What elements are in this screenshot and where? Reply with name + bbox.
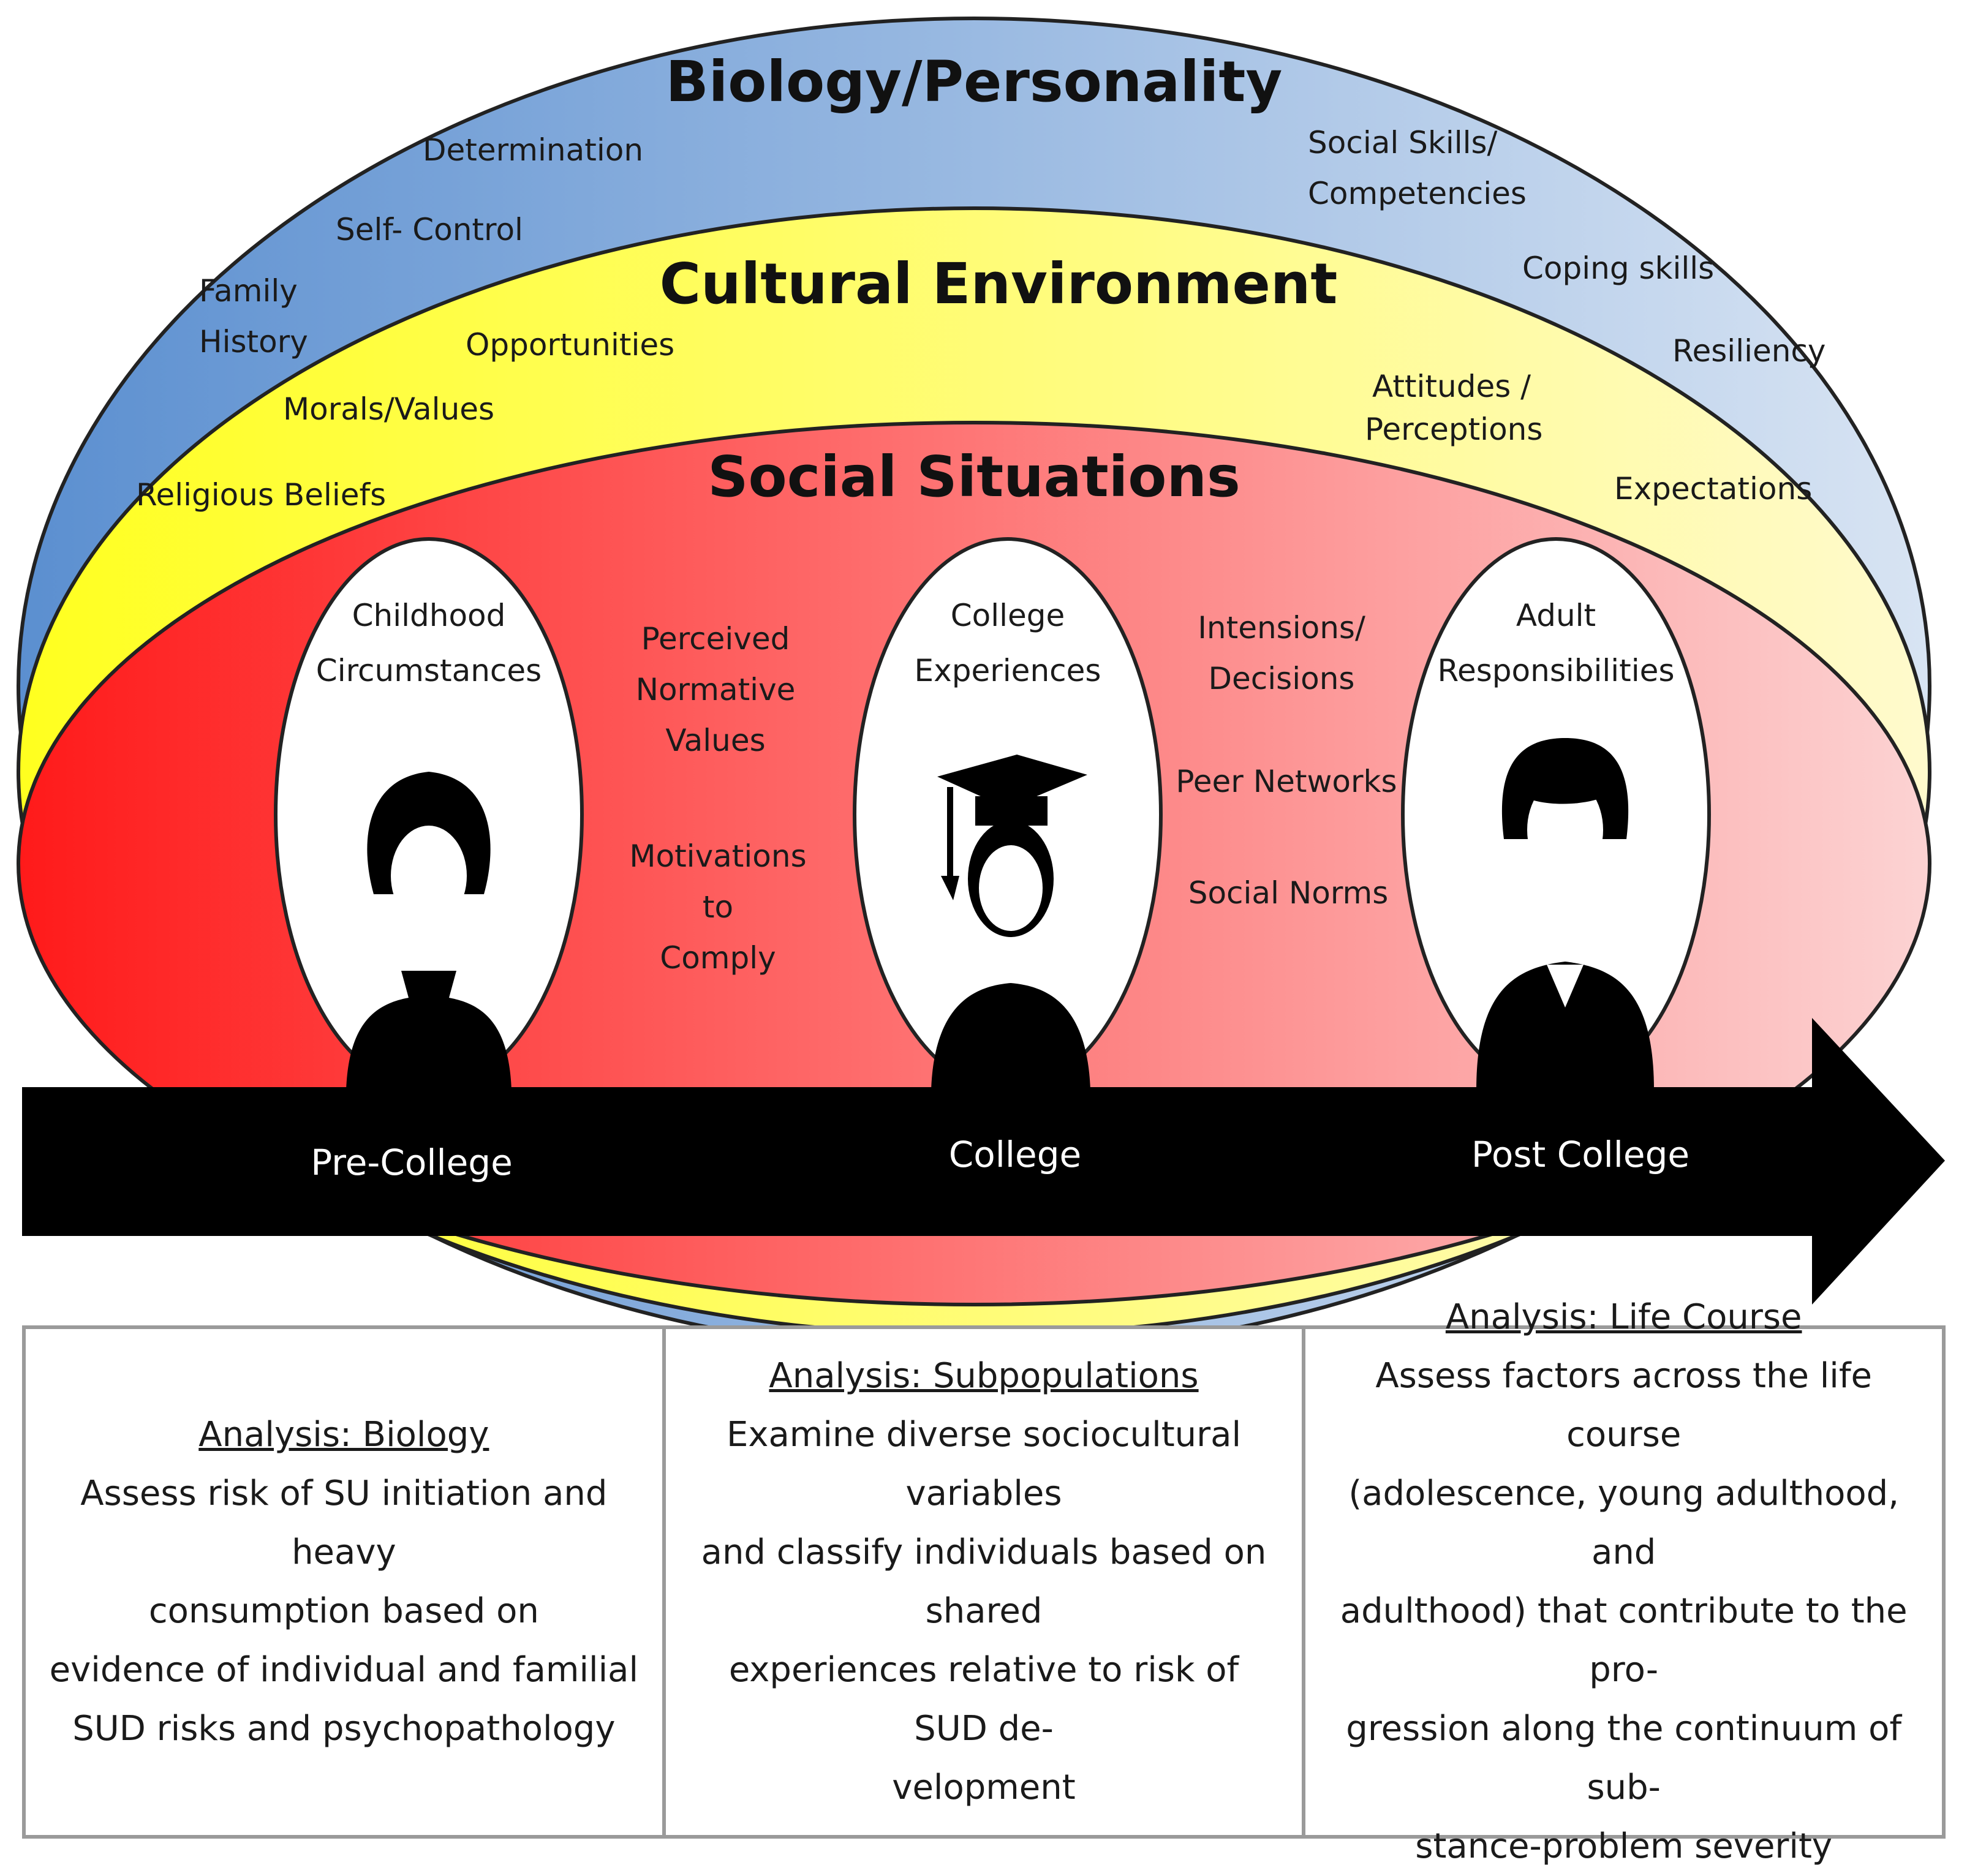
oval-label: Adult (1516, 598, 1596, 633)
graduate-silhouette-icon (931, 755, 1090, 1090)
oval-label: Childhood (352, 598, 506, 633)
analysis-subpopulations-panel: Analysis: Subpopulations Examine diverse… (662, 1329, 1302, 1835)
cultural-factor: Expectations (1614, 471, 1812, 507)
social-factor: Values (665, 723, 765, 758)
cultural-factor: Perceptions (1365, 412, 1542, 447)
biology-factor: Family (199, 273, 298, 309)
social-situations-title: Social Situations (708, 444, 1240, 510)
biology-factor: Determination (423, 132, 643, 168)
social-factor: Normative (636, 672, 796, 707)
stage-label-college: College (949, 1134, 1081, 1175)
oval-label: Experiences (915, 653, 1101, 688)
girl-silhouette-icon (346, 772, 512, 1090)
panel-line: Assess risk of SU initiation and heavy (80, 1474, 608, 1572)
social-factor: Perceived (641, 621, 790, 657)
cultural-environment-title: Cultural Environment (660, 251, 1338, 317)
social-factor: Motivations (629, 838, 806, 874)
oval-label: Circumstances (316, 653, 542, 688)
biology-factor: Self- Control (336, 212, 523, 247)
oval-label: Responsibilities (1438, 653, 1675, 688)
social-factor: to (703, 889, 733, 925)
cultural-factor: Opportunities (466, 327, 674, 363)
analysis-life-course-panel: Analysis: Life Course Assess factors acr… (1302, 1297, 1942, 1866)
analysis-biology-panel: Analysis: Biology Assess risk of SU init… (26, 1329, 662, 1835)
adult-oval: Adult Responsibilities (1401, 537, 1711, 1092)
social-factor: Peer Networks (1176, 764, 1397, 799)
analysis-panels: Analysis: Biology Assess risk of SU init… (22, 1297, 1946, 1866)
timeline-arrow (22, 1018, 1945, 1305)
panel-heading: Analysis: Life Course (1445, 1297, 1802, 1337)
stage-label-pre-college: Pre-College (311, 1142, 513, 1183)
panel-heading: Analysis: Subpopulations (769, 1356, 1199, 1396)
panel-line: gression along the continuum of sub- (1346, 1709, 1902, 1807)
cultural-factor: Morals/Values (283, 391, 494, 427)
panel-line: Assess factors across the life course (1375, 1356, 1872, 1455)
cultural-factor: Religious Beliefs (136, 477, 386, 513)
social-factor: Comply (660, 940, 776, 976)
panel-heading: Analysis: Biology (198, 1415, 489, 1455)
cultural-factor: Attitudes / (1372, 369, 1531, 404)
oval-label: College (951, 598, 1065, 633)
panel-line: Examine diverse sociocultural variables (726, 1415, 1242, 1513)
panel-line: velopment (892, 1768, 1076, 1807)
biology-factor: Competencies (1308, 176, 1527, 211)
childhood-oval: Childhood Circumstances (274, 537, 584, 1092)
panel-line: consumption based on (148, 1591, 539, 1631)
social-factor: Decisions (1209, 661, 1355, 696)
biology-factor: Coping skills (1522, 251, 1714, 286)
stage-label-post-college: Post College (1471, 1134, 1690, 1175)
panel-line: stance-problem severity (1415, 1826, 1833, 1866)
biology-factor: Social Skills/ (1308, 125, 1498, 160)
social-factor: Intensions/ (1198, 610, 1365, 646)
panel-line: SUD risks and psychopathology (72, 1709, 616, 1749)
college-oval: College Experiences (853, 537, 1163, 1092)
panel-line: and classify individuals based on shared (701, 1532, 1267, 1631)
panel-line: adulthood) that contribute to the pro- (1340, 1591, 1908, 1690)
biology-personality-title: Biology/Personality (666, 49, 1283, 115)
panel-line: (adolescence, young adulthood, and (1348, 1474, 1900, 1572)
biology-factor: Resiliency (1672, 333, 1826, 369)
panel-line: evidence of individual and familial (49, 1650, 638, 1690)
social-factor: Social Norms (1188, 875, 1389, 911)
woman-silhouette-icon (1476, 738, 1654, 1090)
biology-factor: History (199, 324, 308, 360)
panel-line: experiences relative to risk of SUD de- (728, 1650, 1239, 1749)
